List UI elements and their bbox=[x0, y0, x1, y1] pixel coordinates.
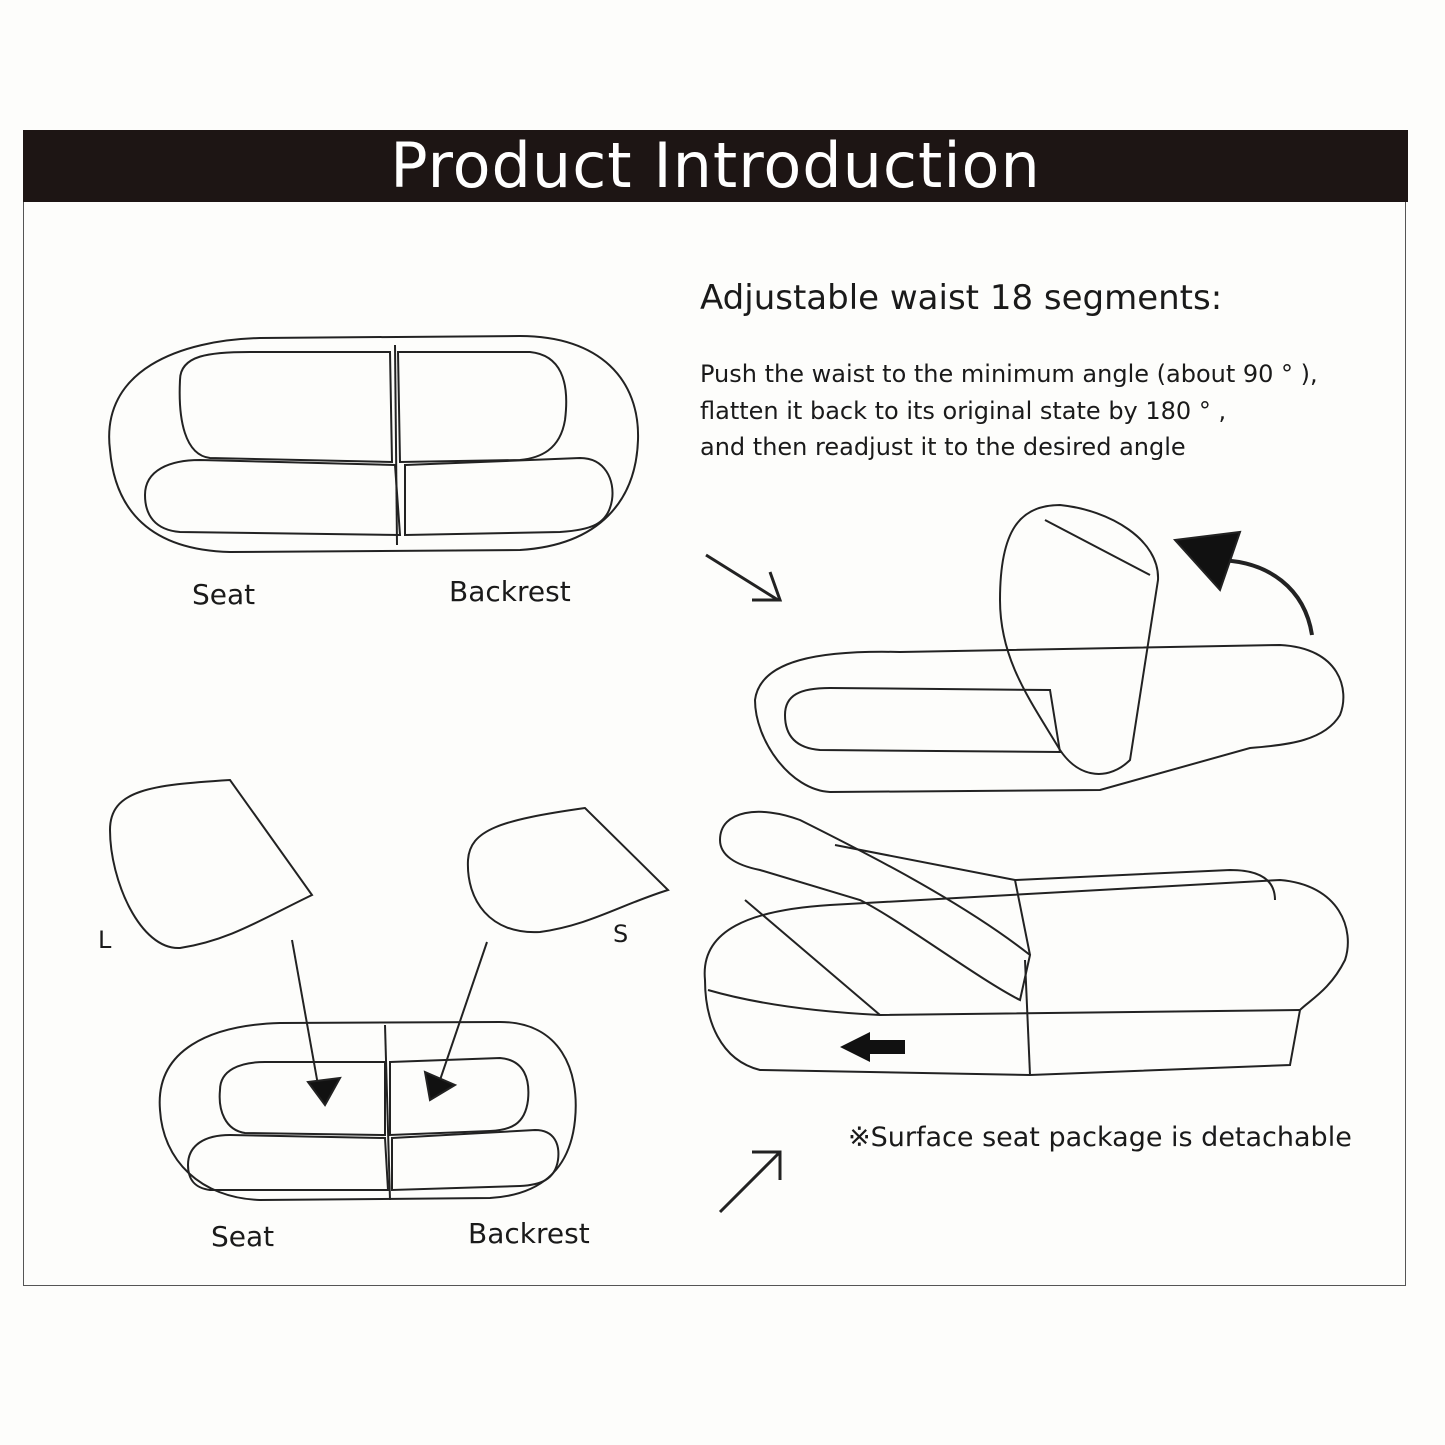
description-line-2: flatten it back to its original state by… bbox=[700, 397, 1227, 425]
detachable-note: ※Surface seat package is detachable bbox=[848, 1122, 1352, 1153]
top-seat-label: Seat bbox=[192, 578, 256, 611]
top-backrest-label: Backrest bbox=[449, 575, 571, 608]
rotate-arrow-icon bbox=[1172, 530, 1314, 636]
flat-sofa-illustration-top bbox=[108, 334, 640, 554]
page-title: Product Introduction bbox=[23, 130, 1408, 202]
flat-detached-sofa-illustration bbox=[703, 810, 1349, 1077]
detach-arrow-icon bbox=[840, 1032, 905, 1062]
pointer-arrow-icon-upper bbox=[705, 553, 783, 602]
pointer-arrow-icon-lower bbox=[718, 1150, 782, 1214]
cushion-l-illustration bbox=[108, 778, 314, 950]
description-line-3: and then readjust it to the desired angl… bbox=[700, 433, 1186, 461]
cushion-s-illustration bbox=[466, 806, 670, 934]
flat-sofa-illustration-bottom bbox=[158, 1020, 577, 1202]
reclined-sofa-illustration bbox=[753, 503, 1345, 794]
description-line-1: Push the waist to the minimum angle (abo… bbox=[700, 360, 1318, 388]
cushion-s-label: S bbox=[613, 920, 629, 948]
cushion-l-label: L bbox=[98, 926, 112, 954]
bottom-seat-label: Seat bbox=[211, 1220, 275, 1253]
insert-arrows bbox=[291, 939, 488, 1107]
bottom-backrest-label: Backrest bbox=[468, 1217, 590, 1250]
section-heading: Adjustable waist 18 segments: bbox=[700, 278, 1223, 318]
